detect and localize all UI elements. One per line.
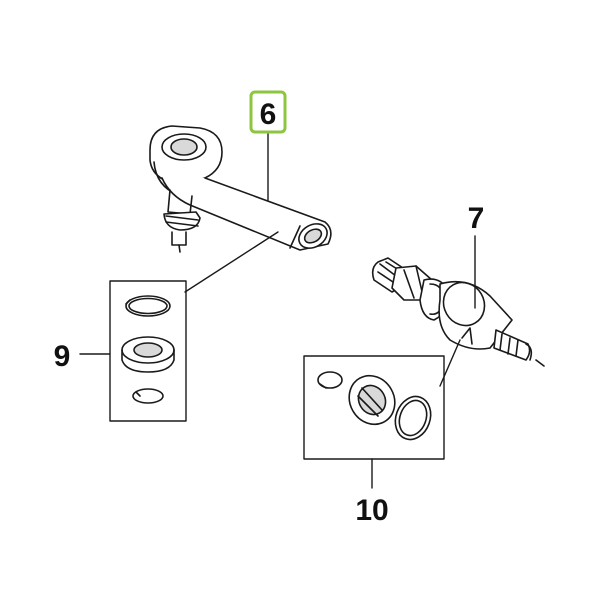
- callout-6-highlight: [249, 90, 287, 134]
- inner-ball-joint-drawing[interactable]: [371, 235, 545, 387]
- callout-9-number: 9: [54, 340, 71, 373]
- callout-7-number: 7: [468, 202, 485, 235]
- tie-rod-end-drawing[interactable]: [149, 125, 332, 293]
- inner-seal-kit-drawing[interactable]: [303, 355, 445, 489]
- callout-6-number: 6: [260, 98, 277, 131]
- callout-6[interactable]: 6: [249, 90, 287, 134]
- callout-10-number: 10: [355, 494, 388, 527]
- outer-seal-kit-drawing[interactable]: [79, 280, 187, 422]
- callout-10[interactable]: 10: [355, 494, 388, 527]
- callout-7[interactable]: 7: [468, 202, 485, 235]
- callout-9[interactable]: 9: [54, 340, 71, 373]
